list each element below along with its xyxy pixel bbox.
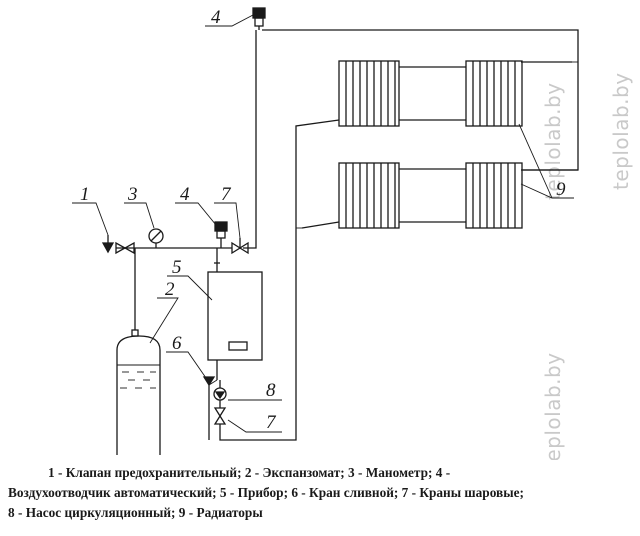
label-1: 1 <box>80 184 90 205</box>
legend-line-2-text: Воздухоотводчик автоматический; 5 - Приб… <box>8 485 524 500</box>
label-7-bottom: 7 <box>266 412 277 433</box>
label-7-top: 7 <box>221 184 232 205</box>
label-9: 9 <box>556 179 566 200</box>
label-5: 5 <box>172 257 182 278</box>
label-4-header: 4 <box>180 184 190 205</box>
label-4-top: 4 <box>211 7 221 28</box>
return-riser <box>219 119 340 441</box>
radiator-top-right <box>465 60 523 127</box>
drain-valve <box>202 360 218 440</box>
label-3: 3 <box>127 184 138 205</box>
top-air-vent <box>252 7 266 30</box>
return-riser-bottom-radiator <box>301 221 340 229</box>
radiator-top-left <box>338 60 400 127</box>
circulation-pump <box>213 380 227 408</box>
radiator-bottom-left <box>338 162 400 229</box>
legend-caption: 1 - Клапан предохранительный; 2 - Экспан… <box>8 463 634 523</box>
legend-line-3: 8 - Насос циркуляционный; 9 - Радиаторы <box>8 503 634 523</box>
leader-lines <box>72 14 574 433</box>
watermark-text-3: teplolab.by <box>541 352 565 460</box>
legend-line-2: Воздухоотводчик автоматический; 5 - Приб… <box>8 483 634 503</box>
legend-line-1-text: 1 - Клапан предохранительный; 2 - Экспан… <box>48 465 451 480</box>
ball-valve-bottom <box>213 407 227 430</box>
watermark-text-1: teplolab.by <box>609 72 633 190</box>
legend-line-1: 1 - Клапан предохранительный; 2 - Экспан… <box>8 463 634 483</box>
label-2: 2 <box>165 279 175 300</box>
manometer <box>148 228 164 248</box>
part-labels: 1 3 4 7 4 5 2 6 8 7 9 <box>80 7 566 433</box>
heating-system-diagram: teplolab.by teplolab.by teplolab.by <box>72 7 633 460</box>
safety-valve <box>101 235 135 255</box>
radiator-bottom-right <box>465 162 523 229</box>
supply-riser <box>243 30 257 249</box>
watermark-text-2: teplolab.by <box>541 82 565 200</box>
radiator-connectors <box>399 66 466 223</box>
legend-line-3-text: 8 - Насос циркуляционный; 9 - Радиаторы <box>8 505 263 520</box>
boiler-unit <box>207 262 263 361</box>
label-6: 6 <box>172 333 182 354</box>
label-8: 8 <box>266 380 276 401</box>
watermark: teplolab.by teplolab.by teplolab.by <box>541 72 633 460</box>
ball-valve-top <box>231 238 249 255</box>
header-air-vent <box>214 221 228 248</box>
expansion-vessel <box>116 248 161 455</box>
